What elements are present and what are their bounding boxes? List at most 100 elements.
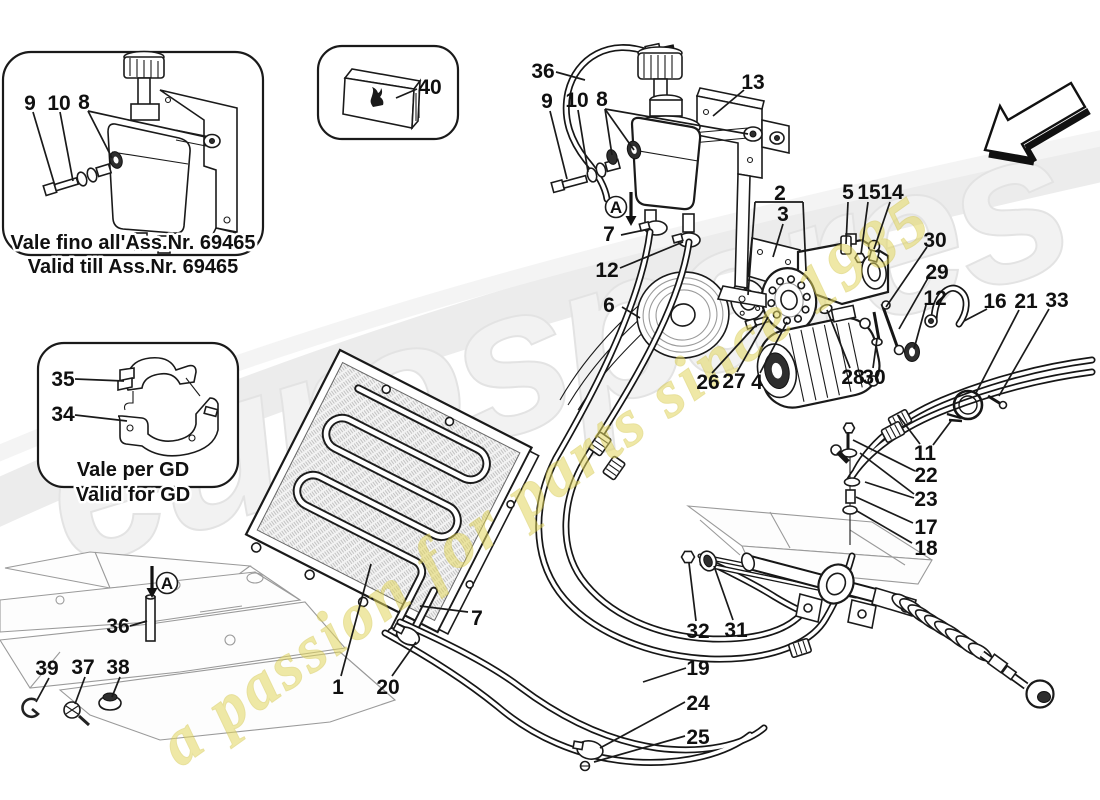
part-number-label: 11 xyxy=(914,442,937,465)
part-number-label: 7 xyxy=(603,223,615,246)
callout-30: 30 xyxy=(862,338,886,389)
screw-33 xyxy=(987,394,1008,410)
callout-22: 22 xyxy=(852,439,938,487)
inset-cover-plate xyxy=(316,44,460,141)
part-number-label: 3 xyxy=(777,203,789,226)
callout-8: 8 xyxy=(596,88,749,156)
callout-35: 35 xyxy=(51,368,125,391)
callout-20: 20 xyxy=(376,641,417,699)
stud-29 xyxy=(880,303,899,347)
part-number-label: 12 xyxy=(923,287,946,310)
part-number-label: 8 xyxy=(596,88,608,111)
callout-3: 3 xyxy=(772,203,789,258)
nut-32 xyxy=(680,550,696,564)
hose-36 xyxy=(564,45,652,201)
banjo-bolt-22 xyxy=(842,422,856,434)
callout-12: 12 xyxy=(595,241,684,282)
callout-13: 13 xyxy=(712,71,765,117)
part-number-label: 30 xyxy=(862,366,885,389)
part-number-label: 21 xyxy=(1014,290,1038,313)
part-number-label: 13 xyxy=(741,71,764,94)
rack-fittings xyxy=(680,389,1008,572)
part-number-label: 10 xyxy=(47,92,70,115)
rack-bellows xyxy=(891,593,993,662)
reservoir-bracket-13 xyxy=(695,87,790,308)
part-number-label: 18 xyxy=(914,537,938,560)
part-number-label: 2 xyxy=(774,182,786,205)
callout-7: 7 xyxy=(603,223,650,246)
callout-5: 5 xyxy=(842,181,854,245)
part-number-label: 19 xyxy=(686,657,709,680)
part-number-label: 40 xyxy=(418,76,441,99)
part-number-label: 25 xyxy=(686,726,710,749)
part-number-label: 38 xyxy=(106,656,130,679)
inset-reservoir-art xyxy=(42,50,246,254)
callout-33: 33 xyxy=(998,289,1069,397)
callout-7: 7 xyxy=(419,605,483,630)
callout-30: 30 xyxy=(885,229,947,308)
callout-28: 28 xyxy=(826,309,865,389)
steering-rack xyxy=(740,552,1055,709)
callout-12: 12 xyxy=(913,287,947,350)
part-number-label: 35 xyxy=(51,368,75,391)
callout-23: 23 xyxy=(859,452,938,511)
callout-34: 34 xyxy=(51,403,128,426)
caption-gd-line1: Vale per GD xyxy=(77,459,189,481)
reservoir-body xyxy=(630,116,702,211)
part-number-label: 10 xyxy=(565,89,588,112)
part-number-label: 1 xyxy=(332,676,344,699)
callout-40: 40 xyxy=(395,76,442,99)
callout-36: 36 xyxy=(106,615,148,638)
part-number-label: 20 xyxy=(376,676,399,699)
part-number-label: 5 xyxy=(842,181,854,204)
callout-1: 1 xyxy=(332,563,372,699)
clip-39 xyxy=(21,697,40,719)
part-number-label: 36 xyxy=(531,60,554,83)
part-number-label: 17 xyxy=(914,516,937,539)
callout-6: 6 xyxy=(603,294,641,319)
callout-21: 21 xyxy=(975,290,1038,394)
nut-15 xyxy=(854,252,866,264)
callout-8: 8 xyxy=(78,91,207,159)
caption-valid-till-line1: Vale fino all'Ass.Nr. 69465 xyxy=(11,232,256,254)
callout-11: 11 xyxy=(897,414,952,465)
part-number-label: 36 xyxy=(106,615,129,638)
callout-9: 9 xyxy=(541,90,568,180)
coil-tube xyxy=(294,386,489,633)
clip-37 xyxy=(63,701,91,727)
part-number-label: 30 xyxy=(923,229,946,252)
coil-mesh xyxy=(256,361,521,622)
callout-27: 27 xyxy=(722,316,769,393)
callout-4: 4 xyxy=(751,321,788,394)
part-number-label: 32 xyxy=(686,620,709,643)
callout-24: 24 xyxy=(599,692,710,749)
reservoir-assembly xyxy=(550,42,790,308)
part-number-label: 27 xyxy=(722,370,745,393)
svg-text:A: A xyxy=(610,198,622,217)
callout-37: 37 xyxy=(71,656,95,705)
callout-17: 17 xyxy=(855,496,938,539)
callout-29: 29 xyxy=(898,261,949,330)
washer-18 xyxy=(842,505,858,515)
direction-arrow xyxy=(983,81,1091,166)
clamp-20 xyxy=(392,622,421,646)
ac-compressor xyxy=(756,304,881,409)
part-number-label: 37 xyxy=(71,656,94,679)
callout-16: 16 xyxy=(963,290,1007,322)
bottom-clamps xyxy=(392,622,604,772)
underbody-pin xyxy=(145,596,156,642)
callout-18: 18 xyxy=(856,510,938,560)
reservoir-cap xyxy=(637,52,683,80)
washer-23b xyxy=(843,477,861,487)
callout-39: 39 xyxy=(35,657,59,703)
part-number-label: 31 xyxy=(724,619,748,642)
part-number-label: 29 xyxy=(925,261,948,284)
detail-marker-A: A xyxy=(146,566,179,598)
callout-10: 10 xyxy=(47,92,74,182)
ferrari-horse-mark xyxy=(370,87,384,107)
gd-clamp-art xyxy=(117,356,219,457)
part-number-label: 24 xyxy=(686,692,710,715)
